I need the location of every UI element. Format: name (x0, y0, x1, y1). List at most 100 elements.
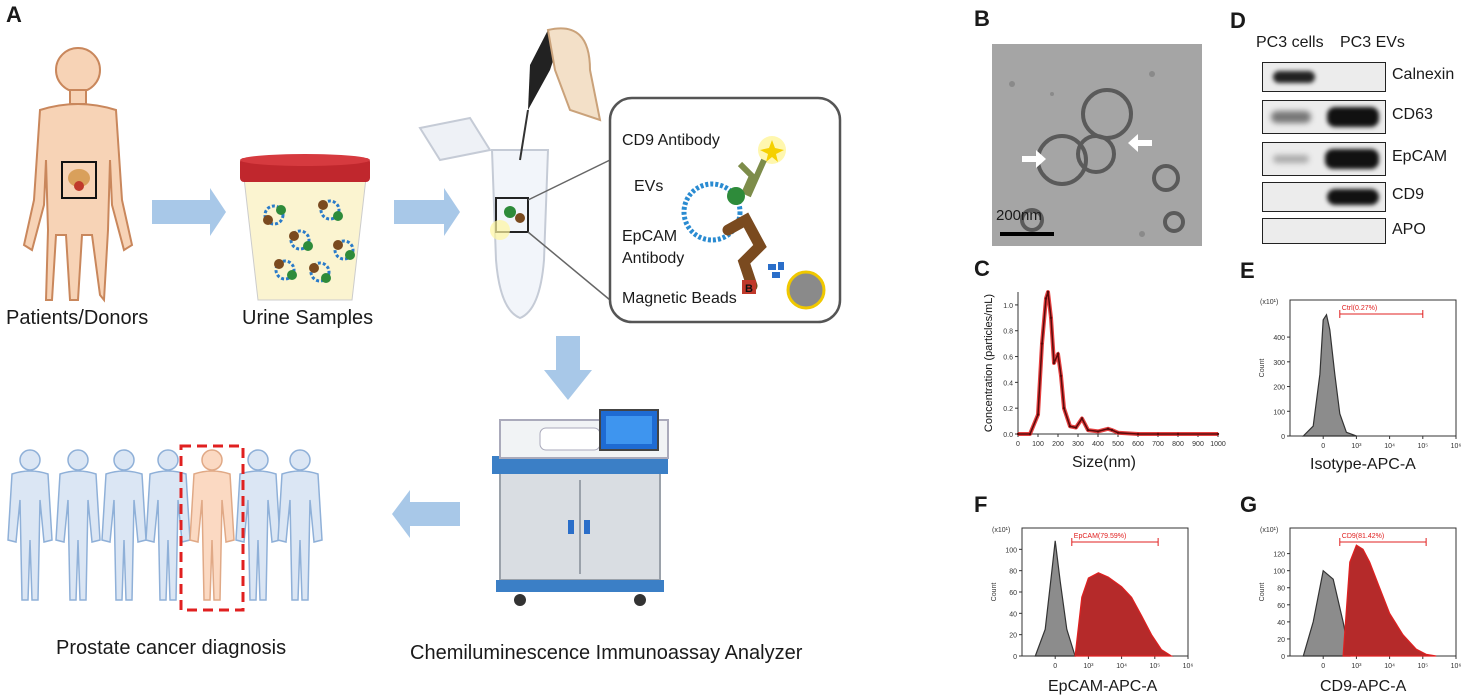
flow-x-tick-label: 0 (1321, 443, 1325, 450)
nta-y-tick-label: 0.4 (1003, 380, 1013, 387)
flow-x-tick-label: 10⁵ (1417, 663, 1428, 670)
flow-x-tick-label: 10⁴ (1384, 663, 1395, 670)
flow-y-tick-label: 400 (1273, 335, 1285, 342)
flow-histogram-isotype (1301, 313, 1357, 437)
panel-label-b: B (974, 6, 990, 31)
nta-data-point (1074, 426, 1078, 429)
flow-y-tick-label: 60 (1277, 603, 1285, 610)
urine-samples-label: Urine Samples (242, 307, 374, 329)
nta-data-point (1136, 432, 1140, 436)
nta-error-band (1018, 290, 1218, 436)
wb-band-apo (1262, 218, 1386, 244)
flow-f-xlabel: EpCAM-APC-A (1048, 678, 1158, 695)
nta-data-point (1036, 413, 1040, 416)
panel-label-a: A (6, 2, 22, 27)
flow-multiplier: (x10¹) (992, 527, 1010, 534)
wb-row-apo: APO (1392, 221, 1426, 238)
flow-y-tick-label: 0 (1013, 654, 1017, 661)
nta-data-point (1028, 432, 1032, 436)
panel-label-f: F (974, 492, 988, 517)
flow-x-tick-label: 10³ (1083, 663, 1094, 670)
nta-y-tick-label: 1.0 (1003, 303, 1013, 310)
flow-y-tick-label: 100 (1005, 547, 1017, 554)
magnetic-beads-label: Magnetic Beads (622, 290, 737, 307)
nta-mean-line (1018, 291, 1218, 435)
flow-histogram-isotype (1034, 540, 1076, 657)
nta-x-tick-label: 200 (1052, 441, 1064, 448)
epcam-antibody-label-1: EpCAM (622, 228, 678, 245)
urine-cup (240, 154, 370, 301)
flow-count-label: Count (1259, 583, 1266, 602)
workflow-illustration: B (7, 27, 842, 612)
flow-histogram-isotype (1302, 569, 1351, 657)
epcam-antibody-label-2: Antibody (622, 250, 685, 267)
prostate-diagnosis-label: Prostate cancer diagnosis (56, 637, 287, 659)
patient-highlight-box (179, 444, 245, 612)
flow-y-tick-label: 40 (1277, 620, 1285, 627)
flow-gate-label: CD9(81.42%) (1342, 533, 1384, 540)
nta-data-point (1080, 417, 1084, 420)
nta-data-point (1176, 432, 1180, 436)
arrow-2 (394, 188, 460, 236)
nta-x-tick-label: 0 (1016, 441, 1020, 448)
nta-ylabel: Concentration (particles/mL) (983, 294, 995, 432)
flow-x-tick-label: 10⁴ (1384, 443, 1395, 450)
flow-e-xlabel: Isotype-APC-A (1310, 456, 1416, 473)
flow-x-tick-label: 10⁶ (1183, 663, 1194, 670)
flow-x-tick-label: 10⁶ (1451, 663, 1462, 670)
nta-x-tick-label: 1000 (1210, 441, 1226, 448)
flow-multiplier: (x10¹) (1260, 527, 1278, 534)
nta-data-point (1056, 352, 1060, 356)
nta-x-tick-label: 700 (1152, 441, 1164, 448)
nta-data-point (1156, 432, 1160, 436)
population-figures (7, 449, 323, 601)
flow-y-tick-label: 200 (1273, 385, 1285, 392)
nta-data-point (1096, 430, 1100, 433)
nta-data-point (1062, 406, 1066, 410)
nta-data-point (1110, 428, 1114, 432)
flow-y-tick-label: 40 (1009, 611, 1017, 618)
flow-x-tick-label: 10⁵ (1417, 443, 1428, 450)
nta-data-point (1116, 431, 1120, 434)
nta-x-tick-label: 600 (1132, 441, 1144, 448)
nta-y-tick-label: 0.6 (1003, 355, 1013, 362)
wb-row-calnexin: Calnexin (1392, 66, 1455, 83)
arrow-down (544, 336, 592, 400)
wb-row-cd9: CD9 (1392, 186, 1425, 203)
flow-x-tick-label: 10³ (1351, 663, 1362, 670)
wb-row-cd63: CD63 (1392, 106, 1433, 123)
flow-y-tick-label: 100 (1273, 569, 1285, 576)
arrow-1 (152, 188, 226, 236)
patient-figure (22, 47, 134, 303)
wb-col-pc3-cells: PC3 cells (1256, 34, 1324, 51)
inset-diagram: B (681, 136, 826, 310)
nta-data-point (1044, 297, 1048, 300)
panel-label-g: G (1240, 492, 1258, 517)
flow-x-tick-label: 10⁵ (1149, 663, 1160, 670)
wb-band-cd9 (1262, 182, 1386, 212)
flow-histogram-stained (1342, 544, 1437, 657)
flow-x-tick-label: 10³ (1351, 443, 1362, 450)
nta-x-tick-label: 300 (1072, 441, 1084, 448)
flow-y-tick-label: 100 (1273, 409, 1285, 416)
panel-label-e: E (1240, 258, 1255, 283)
wb-band-calnexin (1262, 62, 1386, 92)
wb-band-epcam (1262, 142, 1386, 176)
wb-band-cd63 (1262, 100, 1386, 134)
nta-data-point (1086, 428, 1090, 432)
evs-label: EVs (634, 178, 664, 195)
nta-x-tick-label: 800 (1172, 441, 1184, 448)
flow-histogram-stained (1074, 572, 1174, 657)
nta-data-point (1059, 374, 1063, 378)
flow-y-tick-label: 20 (1277, 637, 1285, 644)
flow-multiplier: (x10¹) (1260, 299, 1278, 306)
nta-y-tick-label: 0.2 (1003, 406, 1013, 413)
patients-donors-label: Patients/Donors (6, 307, 149, 329)
nta-data-point (1068, 425, 1072, 428)
patient-highlight-figure (189, 449, 235, 601)
wb-row-epcam: EpCAM (1392, 148, 1448, 165)
